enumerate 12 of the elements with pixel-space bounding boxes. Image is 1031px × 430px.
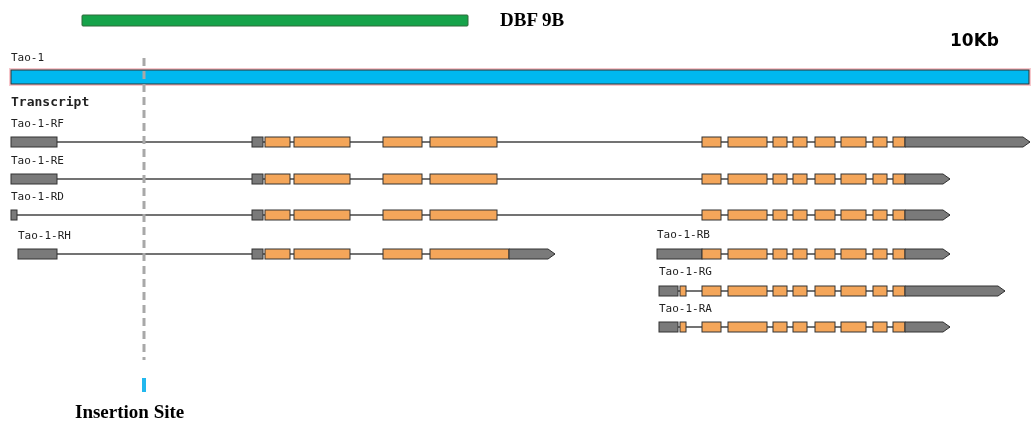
transcript-label: Tao-1-RA [659, 303, 712, 314]
transcript-label: Tao-1-RD [11, 191, 64, 202]
section-heading: Transcript [11, 95, 90, 108]
gene-label: Tao-1 [11, 52, 45, 63]
segment-label: DBF 9B [500, 10, 565, 29]
transcript-label: Tao-1-RF [11, 118, 64, 129]
transcript-label: Tao-1-RH [18, 230, 71, 241]
transcript-label: Tao-1-RB [657, 229, 710, 240]
transcript-label: Tao-1-RG [659, 266, 712, 277]
transcript-label: Tao-1-RE [11, 155, 64, 166]
scale-label: 10Kb [950, 32, 999, 49]
site-label: Insertion Site [75, 402, 185, 421]
